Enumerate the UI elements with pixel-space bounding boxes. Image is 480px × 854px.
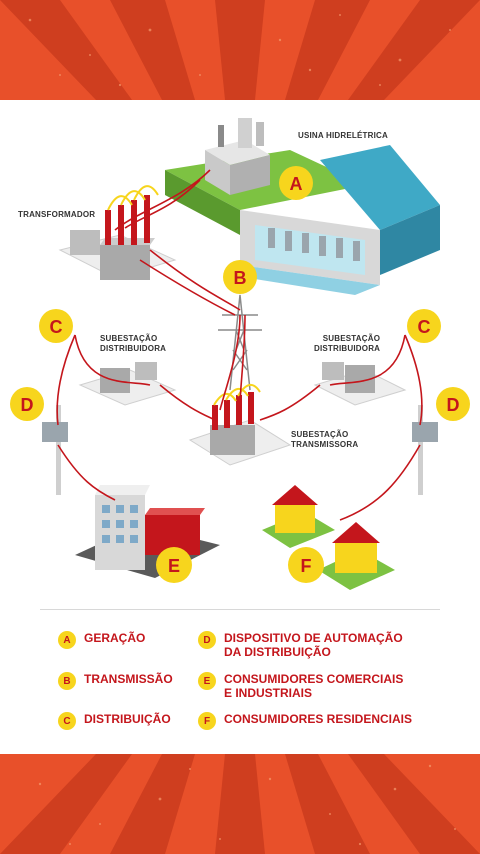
residential-houses (262, 485, 395, 590)
svg-text:F: F (301, 556, 312, 576)
svg-text:B: B (234, 268, 247, 288)
label-transformer: TRANSFORMADOR (18, 210, 96, 219)
transmission-substation (188, 384, 292, 466)
legend-badge-e: E (198, 672, 216, 690)
legend-item-c: C DISTRIBUIÇÃO (58, 712, 171, 730)
power-grid-illustration: A B C C D D E F (10, 118, 470, 590)
legend-text-a: GERAÇÃO (84, 631, 146, 645)
left-automation-device (42, 405, 68, 495)
left-distribution-substation (78, 362, 177, 406)
marker-d-right: D (436, 387, 470, 421)
legend-text-e-line1: CONSUMIDORES COMERCIAIS (224, 672, 404, 686)
svg-text:D: D (21, 395, 34, 415)
legend-item-f: F CONSUMIDORES RESIDENCIAIS (198, 712, 412, 730)
right-distribution-substation (313, 362, 407, 406)
marker-c-right: C (407, 309, 441, 343)
legend-text-b: TRANSMISSÃO (84, 672, 173, 686)
legend-item-d: D DISPOSITIVO DE AUTOMAÇÃO DA DISTRIBUIÇ… (198, 631, 403, 659)
label-trans-sub-line1: SUBESTAÇÃO (291, 430, 349, 439)
legend-text-d-line2: DA DISTRIBUIÇÃO (224, 645, 331, 659)
label-left-sub-line1: SUBESTAÇÃO (100, 334, 158, 343)
hydroelectric-dam (165, 118, 440, 295)
legend-badge-c: C (58, 712, 76, 730)
svg-text:C: C (50, 317, 63, 337)
legend-text-d-line1: DISPOSITIVO DE AUTOMAÇÃO (224, 631, 403, 645)
legend-text-c: DISTRIBUIÇÃO (84, 712, 171, 726)
legend-text-f: CONSUMIDORES RESIDENCIAIS (224, 712, 413, 726)
legend-badge-b: B (58, 672, 76, 690)
commercial-building (75, 485, 220, 578)
svg-text:A: A (290, 174, 303, 194)
marker-b: B (223, 260, 257, 294)
svg-text:C: C (418, 317, 431, 337)
marker-a: A (279, 166, 313, 200)
top-sunburst-band (0, 0, 480, 100)
label-trans-sub-line2: TRANSMISSORA (291, 440, 359, 449)
marker-d-left: D (10, 387, 44, 421)
transmission-tower (218, 294, 262, 391)
right-automation-device (412, 405, 438, 495)
svg-text:D: D (447, 395, 460, 415)
power-lines (56, 169, 423, 521)
label-left-sub-line2: DISTRIBUIDORA (100, 344, 167, 353)
legend-badge-d: D (198, 631, 216, 649)
label-transmission-substation: SUBESTAÇÃO TRANSMISSORA (291, 430, 358, 450)
label-right-distribution-substation: SUBESTAÇÃO DISTRIBUIDORA (314, 334, 380, 354)
label-hydroelectric-plant: USINA HIDRELÉTRICA (298, 131, 388, 140)
transformer-station (58, 185, 177, 280)
legend-badge-a: A (58, 631, 76, 649)
legend-item-b: B TRANSMISSÃO (58, 672, 173, 690)
legend-item-e: E CONSUMIDORES COMERCIAIS E INDUSTRIAIS (198, 672, 403, 700)
diagram-panel: A B C C D D E F USINA HID (0, 100, 480, 754)
svg-text:E: E (168, 556, 180, 576)
marker-c-left: C (39, 309, 73, 343)
legend-badge-f: F (198, 712, 216, 730)
legend-text-e-line2: E INDUSTRIAIS (224, 686, 313, 700)
marker-f: F (288, 547, 324, 583)
legend-item-a: A GERAÇÃO (58, 631, 145, 649)
bottom-sunburst-band (0, 754, 480, 854)
marker-e: E (156, 547, 192, 583)
label-right-sub-line2: DISTRIBUIDORA (314, 344, 381, 353)
label-right-sub-line1: SUBESTAÇÃO (322, 334, 381, 343)
label-left-distribution-substation: SUBESTAÇÃO DISTRIBUIDORA (100, 334, 166, 354)
legend-divider (40, 609, 440, 610)
